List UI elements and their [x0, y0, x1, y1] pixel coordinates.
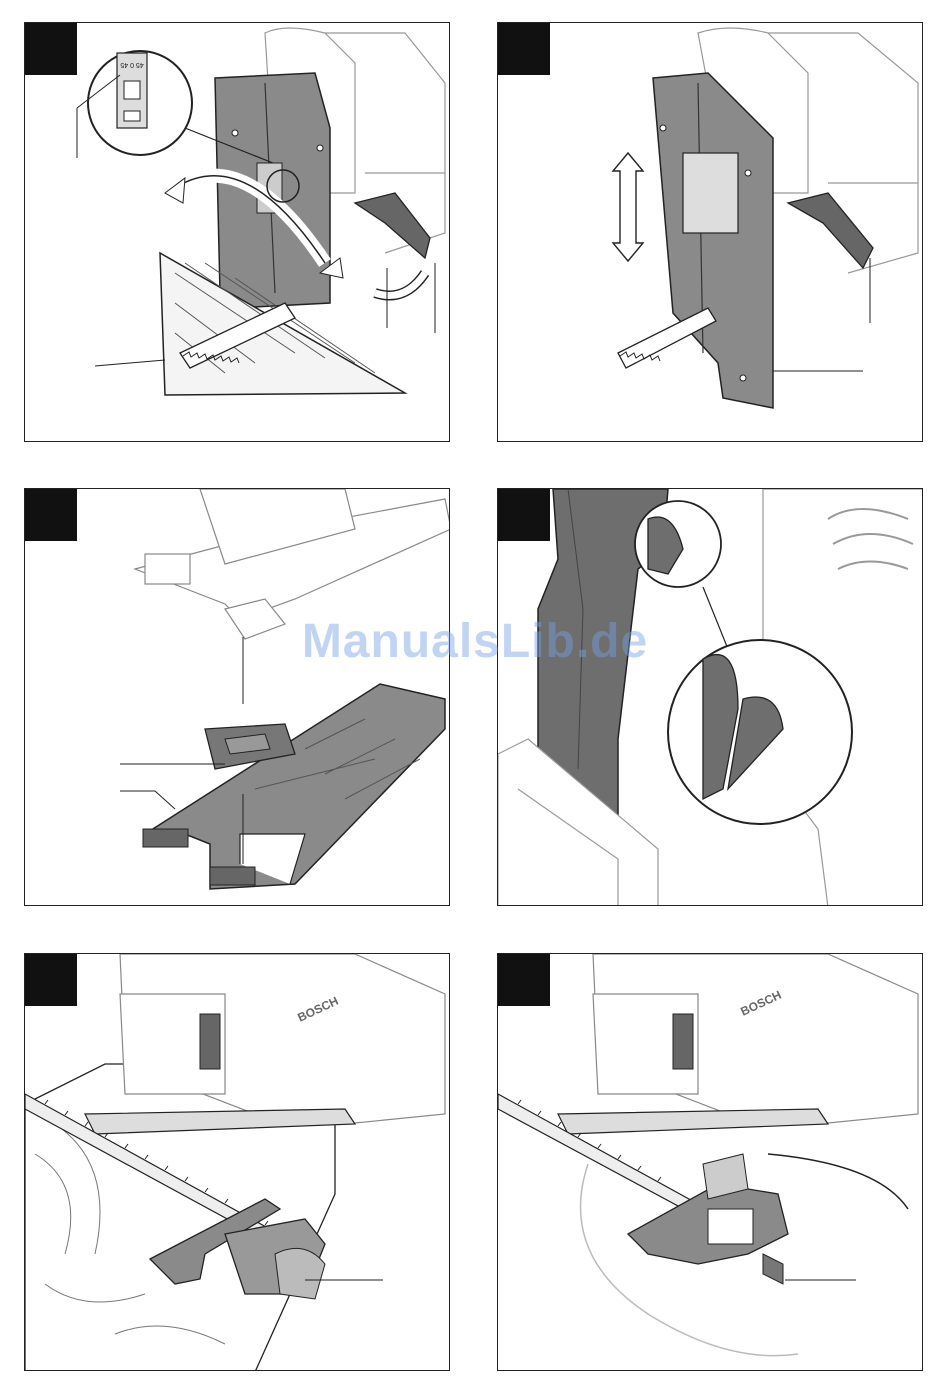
base-plate	[215, 73, 330, 308]
parallel-guide-illustration: BOSCH	[25, 954, 450, 1371]
base-plate-illustration	[498, 23, 923, 442]
figure-panel-bevel-setting: 45 0 45	[24, 22, 450, 442]
figure-panel-base-plate	[497, 22, 923, 442]
figure-panel-splinter-guard	[24, 488, 450, 906]
dust-hose-illustration	[498, 489, 923, 906]
bevel-scale-text: 45 0 45	[120, 61, 143, 68]
splinter-guard-illustration	[25, 489, 450, 906]
figure-panel-parallel-guide: BOSCH	[24, 953, 450, 1371]
circle-cutter-illustration: BOSCH	[498, 954, 923, 1371]
figure-panel-circle-cutter: BOSCH	[497, 953, 923, 1371]
base-plate	[653, 73, 773, 408]
figure-panel-dust-hose	[497, 488, 923, 906]
splinter-guard-insert	[143, 684, 445, 889]
bevel-setting-illustration: 45 0 45	[25, 23, 450, 442]
